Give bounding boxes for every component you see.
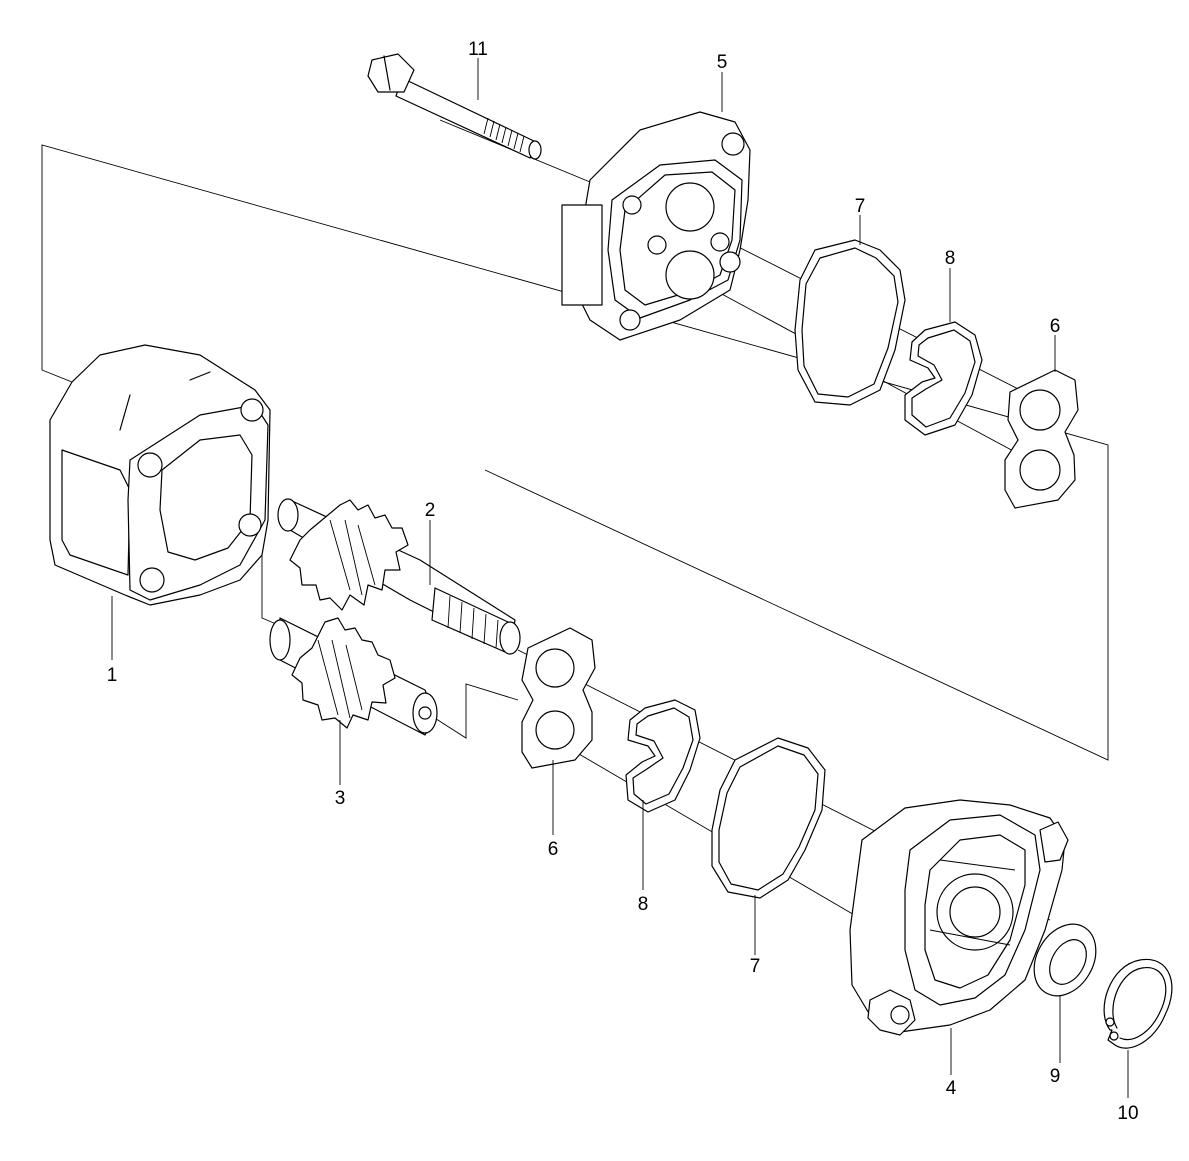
housing-part [49,344,271,606]
callout-backup-seal-top: 8 [945,248,956,269]
callout-backup-seal-bottom: 8 [638,894,649,915]
callout-seal-bottom: 7 [750,956,761,977]
callout-front-cover: 4 [946,1078,957,1099]
wear-plate-bottom-part [521,627,596,769]
callout-rear-cover: 5 [717,52,728,73]
callout-wear-plate-bottom: 6 [548,839,559,860]
snap-ring-part [1103,958,1173,1049]
backup-seal-bottom-part [625,699,701,813]
drive-gear-shaft-part [277,498,521,655]
bolt-part [367,53,542,160]
callout-driven-gear: 3 [335,788,346,809]
callout-snap-ring: 10 [1117,1103,1138,1124]
callout-leaders [111,58,1129,1098]
callout-labels: 11 5 7 8 6 2 1 3 6 8 7 4 9 10 [107,39,1139,1124]
seal-top-part [794,239,906,406]
callout-seal-top: 7 [855,196,866,217]
callout-drive-gear-shaft: 2 [425,500,436,521]
callout-housing: 1 [107,665,118,686]
front-cover-part [849,799,1069,1036]
callout-wear-plate-top: 6 [1050,316,1061,337]
backup-seal-top-part [904,321,983,436]
callout-shaft-seal: 9 [1050,1066,1061,1087]
seal-bottom-part [711,737,826,899]
callout-bolt: 11 [468,39,488,60]
wear-plate-top-part [1004,369,1079,509]
rear-cover-part [561,111,751,341]
driven-gear-part [269,617,438,736]
shaft-seal-part [1033,923,1097,997]
